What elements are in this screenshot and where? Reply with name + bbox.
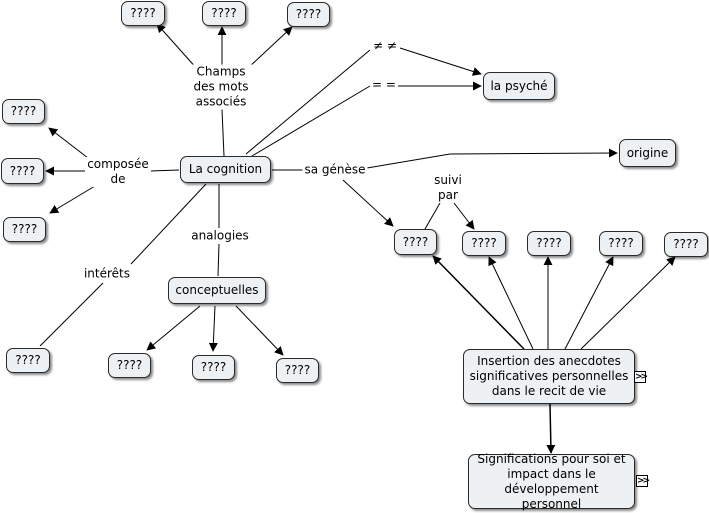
node-unknown-right-4[interactable]: ???? <box>599 231 643 256</box>
arrow-conceptuelles-q3 <box>235 305 284 356</box>
node-unknown-conc-2[interactable]: ???? <box>192 355 235 380</box>
label-interets: intérêts <box>81 266 133 282</box>
line-interets-q <box>39 282 104 347</box>
double-chevron-right-icon[interactable]: >> <box>636 475 650 487</box>
label-suivi-par: suivi par <box>429 173 467 203</box>
node-unknown-bottom-left[interactable]: ???? <box>6 348 50 373</box>
node-significations[interactable]: Significations pour soi et impact dans l… <box>468 452 635 511</box>
label-sa-genese: sa génèse <box>302 162 368 178</box>
arrow-insertion-q5 <box>488 256 534 350</box>
line-cognition-interets <box>130 183 207 265</box>
line-cognition-equal <box>251 85 371 157</box>
label-equal: = = <box>370 77 398 93</box>
node-cognition[interactable]: La cognition <box>180 156 271 183</box>
node-unknown-left-2[interactable]: ???? <box>1 158 44 184</box>
node-conceptuelles[interactable]: conceptuelles <box>168 277 266 304</box>
node-unknown-right-1[interactable]: ???? <box>394 229 437 255</box>
arrow-insertion-q4 <box>432 255 525 350</box>
node-origine[interactable]: origine <box>619 139 676 167</box>
node-unknown-conc-3[interactable]: ???? <box>276 358 319 383</box>
arrow-composee-q3 <box>49 185 96 214</box>
node-insertion[interactable]: Insertion des anecdotes significatives p… <box>463 349 635 404</box>
arrow-diff-psyche <box>399 47 482 76</box>
label-composee: composée de <box>85 157 151 187</box>
double-chevron-right-icon[interactable]: >> <box>634 371 648 383</box>
node-unknown-left-3[interactable]: ???? <box>3 217 46 242</box>
node-unknown-left-1[interactable]: ???? <box>2 99 45 124</box>
label-champs: Champs des mots associés <box>188 64 254 110</box>
arrow-composee-q1 <box>48 127 89 159</box>
node-unknown-top-2[interactable]: ???? <box>202 1 246 26</box>
arrow-champs-q1 <box>156 23 199 71</box>
arrow-genese-q4 <box>342 179 394 227</box>
arrow-conceptuelles-q2 <box>208 305 218 352</box>
line-analogies-conceptuelles <box>217 243 220 277</box>
node-unknown-conc-1[interactable]: ???? <box>108 353 151 378</box>
arrow-suivipar-q5 <box>453 202 475 230</box>
line-cognition-diff <box>245 49 371 155</box>
node-unknown-top-1[interactable]: ???? <box>121 1 165 26</box>
node-unknown-right-5[interactable]: ???? <box>664 232 708 257</box>
node-psyche[interactable]: la psyché <box>483 72 555 100</box>
arrow-insertion-q8 <box>580 256 676 350</box>
label-diff: ≠ ≠ <box>371 38 399 54</box>
node-unknown-right-2[interactable]: ???? <box>462 231 506 256</box>
arrow-insertion-significations <box>546 403 556 454</box>
arrow-champs-q3 <box>247 26 293 69</box>
arrow-conceptuelles-q1 <box>146 305 201 351</box>
line-cognition-composee <box>149 169 180 172</box>
arrow-insertion-q7 <box>564 256 614 350</box>
label-analogies: analogies <box>189 228 251 244</box>
line-q4-suivipar <box>424 202 441 230</box>
node-unknown-top-3[interactable]: ???? <box>287 2 330 27</box>
node-unknown-right-3[interactable]: ???? <box>527 231 571 256</box>
arrow-genese-origine <box>366 148 618 169</box>
